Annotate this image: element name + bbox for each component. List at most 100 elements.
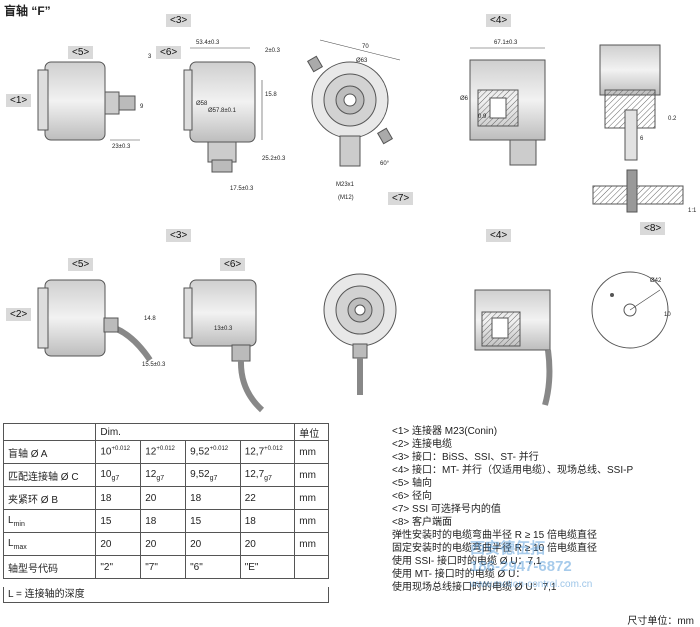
view-tag-1: <1> <box>6 94 32 107</box>
legend-item: <5> 轴向 <box>392 478 433 489</box>
cell-fit: g7 <box>264 474 272 482</box>
watermark: 西安德伍拓 186-2947-6872 www.motion-control.c… <box>470 540 592 594</box>
view-tag-6-top: <6> <box>156 46 182 59</box>
legend-item: <4> 接口：MT- 并行（仅适用电缆）、现场总线、SSI-P <box>392 465 634 476</box>
table-row: 夹紧环 Ø B 18 20 18 22 mm <box>2 486 329 510</box>
dim-25-2: 25.2±0.3 <box>262 156 286 162</box>
cell: 9,52+0.012 <box>185 440 241 464</box>
unit-note: 尺寸单位：mm <box>627 616 694 627</box>
dim-60: 60° <box>380 161 390 167</box>
legend-item: <2> 连接电缆 <box>392 439 453 450</box>
cell-tolerance: +0.012 <box>209 446 229 453</box>
table-header-dim: Dim. <box>95 423 296 441</box>
row-label: 夹紧环 Ø B <box>2 486 97 510</box>
cell: 18 <box>140 509 187 533</box>
row-label: 盲轴 Ø A <box>2 440 97 464</box>
cell: 20 <box>239 532 296 556</box>
cell: 12,7g7 <box>239 463 296 487</box>
dim-15-8: 15.8 <box>265 92 277 98</box>
cell-fit: g7 <box>111 474 120 482</box>
encoder-section-view <box>469 47 546 166</box>
legend-item: 使用 SSI- 接口时的电缆 Ø U：7,1 <box>392 556 542 567</box>
dim-53: 53.4±0.3 <box>196 40 220 46</box>
legend-item: 使用 MT- 接口时的电缆 Ø U： <box>392 569 526 580</box>
dim-15-5: 15.5±0.3 <box>142 362 166 368</box>
dim-23: 23±0.3 <box>112 144 131 150</box>
cell-value: 12 <box>145 468 157 480</box>
scale-1-1: 1:1 <box>688 208 697 214</box>
legend: <1> 连接器 M23(Conin) <2> 连接电缆 <3> 接口：BiSS、… <box>392 425 697 594</box>
cell-tolerance: +0.012 <box>156 446 175 453</box>
dim-63: Ø63 <box>356 58 368 64</box>
dim-9: 9 <box>140 104 144 110</box>
dim-13: 13±0.3 <box>214 326 233 332</box>
row-label: 轴型号代码 <box>2 555 97 579</box>
cell: "2" <box>95 555 142 579</box>
cell-value: 12 <box>145 446 157 458</box>
view-tag-6-bottom: <6> <box>220 258 246 271</box>
cell-value: 12,7 <box>244 446 265 458</box>
dim-67-5: 67.1±0.3 <box>494 40 518 46</box>
cell: 15 <box>95 509 142 533</box>
cell-value: 10 <box>100 468 112 480</box>
dim-10: 10 <box>664 312 671 318</box>
table-header-unit: 单位 <box>294 423 329 441</box>
dim-0-9: 0.9 <box>478 114 487 120</box>
watermark-phone: 186-2947-6872 <box>470 558 572 575</box>
table-row: 轴型号代码 "2" "7" "6" "E" <box>2 555 329 579</box>
cell-tolerance: +0.012 <box>264 446 283 453</box>
table-row: 匹配连接轴 Ø C 10g7 12g7 9,52g7 12,7g7 mm <box>2 463 329 487</box>
view-tag-4-bottom: <4> <box>486 229 512 242</box>
view-tag-4-top: <4> <box>486 14 512 27</box>
view-tag-7: <7> <box>388 192 414 205</box>
cell: "E" <box>239 555 296 579</box>
cell: 20 <box>140 532 187 556</box>
dim-70: 70 <box>362 44 369 50</box>
table-row: Lmin 15 18 15 18 mm <box>2 509 329 533</box>
legend-item: 弹性安装时的电缆弯曲半径 R ≥ 15 倍电缆直径 <box>392 530 597 541</box>
cell-unit: mm <box>294 532 329 556</box>
cell-unit: mm <box>294 463 329 487</box>
legend-item: 固定安装时的电缆弯曲半径 R ≥ 10 倍电缆直径 <box>392 543 597 554</box>
cell: 20 <box>95 532 142 556</box>
cell-value: 9,52 <box>190 468 210 480</box>
cell: 20 <box>185 532 241 556</box>
dim-2: 2±0.3 <box>265 48 281 54</box>
legend-item: <1> 连接器 M23(Conin) <box>392 426 498 437</box>
cell-value: 10 <box>100 446 112 458</box>
cell: 22 <box>239 486 296 510</box>
encoder-section-cable-view <box>474 289 553 406</box>
encoder-axial-connector-view <box>37 61 140 141</box>
row-label: 匹配连接轴 Ø C <box>2 463 97 487</box>
legend-item: <8> 客户端面 <box>392 517 453 528</box>
legend-item: 使用现场总线接口时的电缆 Ø U：7,1 <box>392 582 557 593</box>
table-row: Lmax 20 20 20 20 mm <box>2 532 329 556</box>
watermark-company: 西安德伍拓 <box>470 540 546 557</box>
row-label-sub: max <box>13 543 27 551</box>
legend-item: <7> SSI 可选择号内的值 <box>392 504 501 515</box>
cell-fit: g7 <box>156 474 165 482</box>
cell: 12g7 <box>140 463 187 487</box>
row-label: Lmax <box>2 532 97 556</box>
dim-3: 3 <box>148 54 152 60</box>
cell: 15 <box>185 509 241 533</box>
cell: 12,7+0.012 <box>239 440 296 464</box>
dim-42: Ø42 <box>650 278 662 284</box>
cell-fit: g7 <box>209 474 218 482</box>
encoder-front-view <box>306 39 401 167</box>
cell: 9,52g7 <box>185 463 241 487</box>
encoder-radial-cable-view <box>183 279 265 413</box>
table-header-row: Dim. 单位 <box>2 423 329 441</box>
row-label-main: L <box>8 514 14 526</box>
cell: 10g7 <box>95 463 142 487</box>
cell: "7" <box>140 555 187 579</box>
encoder-front-cable-view <box>323 273 397 395</box>
cell-unit: mm <box>294 486 329 510</box>
cell: 18 <box>239 509 296 533</box>
page-title: 盲轴 “F” <box>4 4 51 18</box>
cell: 20 <box>140 486 187 510</box>
table-header-blank <box>2 423 97 441</box>
cell-unit: mm <box>294 440 329 464</box>
cell-unit: mm <box>294 509 329 533</box>
table-row: 盲轴 Ø A 10+0.012 12+0.012 9,52+0.012 12,7… <box>2 440 329 464</box>
